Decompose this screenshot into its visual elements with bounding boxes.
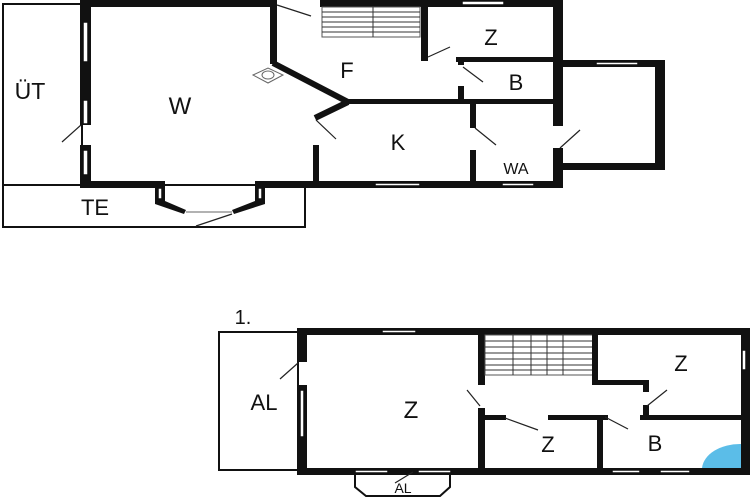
wall <box>478 415 506 420</box>
door-swing <box>604 416 629 430</box>
window <box>299 389 305 438</box>
room-label-wa: WA <box>503 161 529 178</box>
wall <box>553 163 665 170</box>
door-swing <box>646 389 668 407</box>
room-label-f: F <box>340 58 353 83</box>
window <box>461 0 505 6</box>
room-label-b: B <box>648 431 663 456</box>
window <box>417 469 452 474</box>
door-swing <box>559 129 581 149</box>
room-label-w: W <box>169 93 192 120</box>
wall <box>548 415 608 420</box>
staircase <box>484 334 594 376</box>
door-swing <box>195 213 233 227</box>
wall <box>313 145 319 185</box>
wall <box>592 380 649 385</box>
wall <box>597 415 603 475</box>
window <box>257 187 263 200</box>
wall <box>80 181 165 188</box>
wall <box>470 150 476 185</box>
wall <box>640 415 750 420</box>
room-label-z: Z <box>674 351 687 376</box>
wall <box>592 328 598 384</box>
door-swing <box>315 119 337 140</box>
door-swing <box>504 417 539 431</box>
bay-wall <box>232 181 265 214</box>
wall-diagonal <box>271 60 350 105</box>
door-swing <box>279 362 299 380</box>
window <box>741 349 747 371</box>
wall <box>297 328 307 362</box>
window <box>82 21 89 63</box>
room-label-al-bay: AL <box>394 480 411 496</box>
window <box>82 99 89 125</box>
room-label-k: K <box>391 130 406 155</box>
door-swing <box>466 389 481 407</box>
window <box>501 182 535 187</box>
staircase <box>321 6 421 38</box>
wall <box>655 60 665 170</box>
room-label-al: AL <box>251 390 278 415</box>
wall <box>297 468 750 475</box>
door-swing <box>462 66 484 83</box>
wall <box>270 0 277 64</box>
wall <box>297 328 750 335</box>
room-label-z: Z <box>404 397 419 424</box>
ground-floor: ÜT W F Z B K WA TE <box>2 0 665 228</box>
door-swing <box>427 46 451 58</box>
room-label-b: B <box>509 70 524 95</box>
room-label-te: TE <box>81 195 109 220</box>
window <box>595 61 639 66</box>
door-swing <box>276 4 312 17</box>
door-swing <box>61 124 82 143</box>
wall <box>470 101 476 128</box>
window <box>354 469 389 474</box>
room-label-ut: ÜT <box>15 78 46 104</box>
wall <box>80 0 277 7</box>
room-label-z: Z <box>484 25 497 50</box>
window <box>381 329 417 334</box>
wall <box>421 0 428 61</box>
wall <box>346 99 560 104</box>
door-swing <box>474 127 497 146</box>
room-label-z: Z <box>541 432 554 457</box>
window <box>611 469 641 474</box>
stove-icon <box>251 67 285 84</box>
wall <box>320 0 563 7</box>
door-swing <box>394 471 414 484</box>
level-label: 1. <box>235 307 252 329</box>
window <box>82 149 89 176</box>
bay-balcony-outline <box>354 475 451 497</box>
wall <box>458 57 464 65</box>
wall <box>458 86 464 102</box>
wall <box>456 57 563 62</box>
window <box>374 182 421 187</box>
window <box>659 469 691 474</box>
upper-floor: 1. <box>218 307 750 497</box>
wall-diagonal <box>313 99 350 121</box>
window <box>157 187 163 200</box>
shower-icon <box>702 443 741 468</box>
wall <box>741 328 750 475</box>
wall <box>643 405 649 419</box>
wall <box>478 328 485 385</box>
wall <box>643 380 649 392</box>
wall <box>478 408 485 475</box>
